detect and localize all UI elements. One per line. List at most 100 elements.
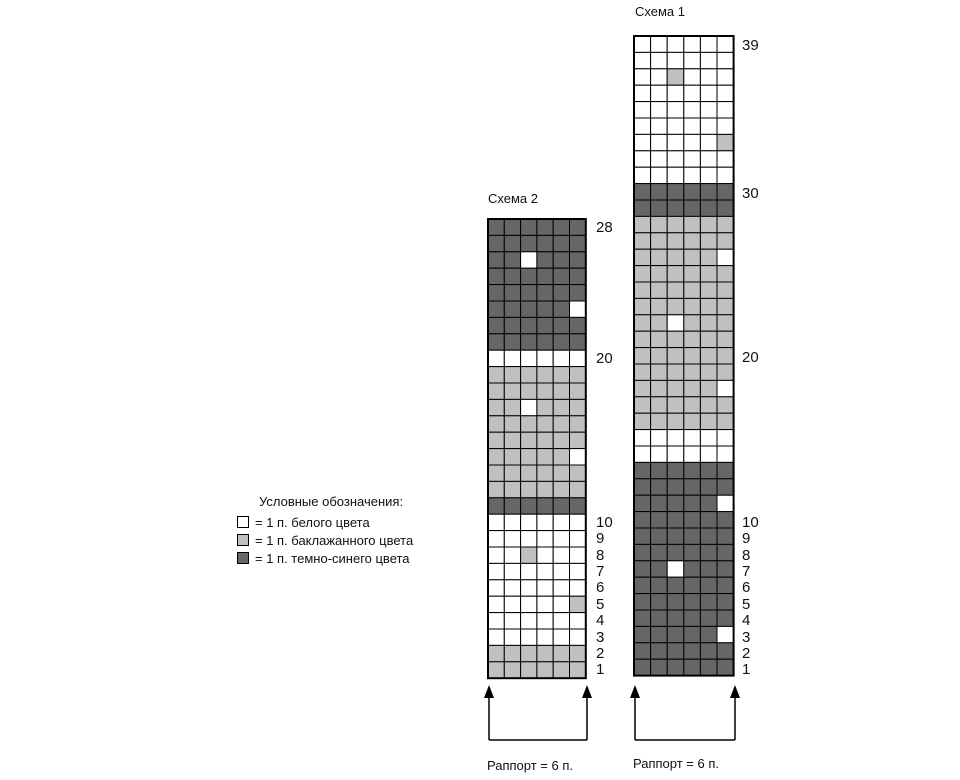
schema1-cell [699, 412, 718, 431]
schema1-cell [699, 593, 718, 611]
schema1-cell [666, 183, 685, 201]
schema2-cell [536, 595, 554, 614]
schema2-cell [552, 234, 570, 253]
schema2-cell [487, 349, 505, 368]
schema1-cell [650, 658, 668, 677]
schema1-cell [716, 429, 735, 447]
schema2-border [487, 218, 587, 680]
schema1-cell [699, 511, 718, 529]
schema1-cell [716, 215, 735, 234]
schema1-cell [633, 461, 652, 480]
schema2-cell [520, 661, 538, 679]
schema1-cell [666, 429, 685, 447]
schema2-cell [503, 382, 522, 400]
schema2-cell [503, 366, 522, 384]
schema1-cell [699, 658, 718, 677]
schema1-cell [683, 511, 701, 529]
schema1-cell [650, 166, 668, 185]
schema1-title: Схема 1 [635, 4, 685, 19]
schema1-cell [683, 412, 701, 431]
schema1-cell [666, 150, 685, 168]
schema1-cell [666, 101, 685, 119]
schema2-cell [569, 480, 587, 499]
schema1-cell [716, 248, 735, 267]
schema1-row-label-7: 7 [742, 563, 751, 580]
schema2-cell [520, 464, 538, 482]
schema1-row-label-6: 6 [742, 579, 751, 596]
schema1-cell [666, 511, 685, 529]
schema1-cell [683, 461, 701, 480]
schema1-cell [650, 199, 668, 217]
schema1-cell [683, 429, 701, 447]
schema2-cell [569, 628, 587, 646]
schema1-cell [683, 133, 701, 152]
schema1-cell [716, 347, 735, 365]
schema1-cell [633, 576, 652, 595]
schema2-cell [520, 644, 538, 663]
schema2-cell [487, 284, 505, 302]
schema2-cell [520, 480, 538, 499]
schema2-cell [520, 333, 538, 351]
schema1-cell [683, 642, 701, 660]
schema1-cell [699, 363, 718, 381]
schema1-cell [666, 68, 685, 86]
schema1-cell [633, 527, 652, 545]
schema1-cell [683, 117, 701, 135]
legend-label: = 1 п. белого цвета [255, 514, 370, 530]
schema2-cell [520, 234, 538, 253]
schema2-cell [569, 448, 587, 466]
schema1-cell [633, 609, 652, 627]
schema1-cell [716, 642, 735, 660]
schema1-cell [716, 593, 735, 611]
schema2-cell [569, 579, 587, 597]
schema2-cell [503, 546, 522, 564]
schema2-cell [487, 316, 505, 335]
schema2-cell [569, 398, 587, 417]
schema2-cell [552, 251, 570, 269]
schema1-cell [666, 84, 685, 103]
schema1-row-label-2: 2 [742, 645, 751, 662]
schema1-cell [699, 625, 718, 644]
schema1-cell [699, 429, 718, 447]
schema2-cell [569, 513, 587, 532]
schema1-cell [650, 68, 668, 86]
schema2-title: Схема 2 [488, 191, 538, 206]
schema2-cell [536, 513, 554, 532]
schema1-cell [650, 35, 668, 53]
schema1-cell [666, 379, 685, 398]
schema2-cell [536, 562, 554, 581]
schema1-cell [716, 330, 735, 349]
schema1-cell [666, 593, 685, 611]
schema1-cell [683, 199, 701, 217]
schema1-row-label-9: 9 [742, 530, 751, 547]
schema1-cell [683, 379, 701, 398]
schema1-cell [666, 494, 685, 513]
schema1-row-label-39: 39 [742, 37, 759, 54]
schema2-row-label-7: 7 [596, 563, 605, 580]
schema2-cell [552, 267, 570, 286]
schema2-cell [487, 448, 505, 466]
schema1-cell [633, 363, 652, 381]
schema2-cell [520, 612, 538, 630]
schema2-cell [552, 628, 570, 646]
schema1-cell [666, 281, 685, 299]
schema2-cell [569, 382, 587, 400]
schema2-cell [552, 398, 570, 417]
schema1-cell [633, 68, 652, 86]
schema1-border [633, 35, 735, 677]
schema1-cell [716, 625, 735, 644]
schema1-cell [683, 281, 701, 299]
schema1-cell [683, 543, 701, 562]
schema1-cell [699, 543, 718, 562]
schema2-cell [569, 612, 587, 630]
schema1-cell [650, 511, 668, 529]
schema1-cell [699, 576, 718, 595]
schema1-cell [716, 84, 735, 103]
schema2-cell [487, 612, 505, 630]
schema1-cell [699, 150, 718, 168]
schema2-cell [520, 562, 538, 581]
schema2-row-label-20: 20 [596, 350, 613, 367]
schema1-cell [699, 183, 718, 201]
schema2-cell [520, 546, 538, 564]
schema2-cell [536, 661, 554, 679]
